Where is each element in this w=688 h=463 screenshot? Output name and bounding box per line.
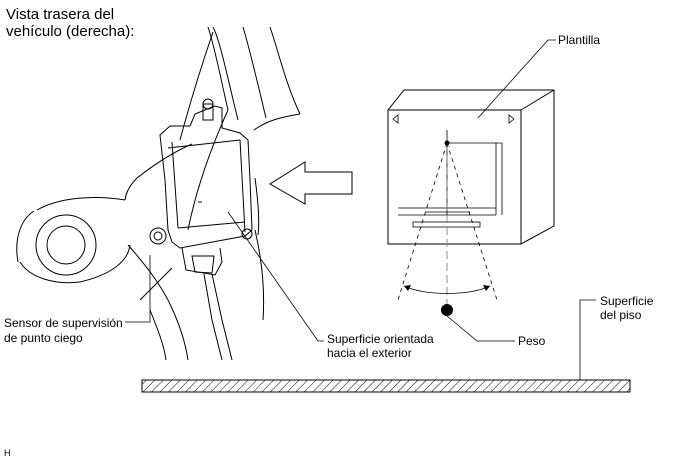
title-line-2: vehículo (derecha):	[6, 23, 135, 40]
leader-lines	[125, 39, 596, 380]
weight-ball	[441, 304, 453, 316]
plumb-line	[397, 142, 498, 316]
label-outward-line-1: Superficie orientada	[327, 332, 434, 346]
blind-spot-sensor	[149, 98, 253, 361]
label-floor-line-2: del piso	[600, 308, 642, 322]
floor-surface	[141, 379, 631, 393]
outward-arrow	[269, 161, 353, 205]
label-sensor-line-1: Sensor de supervisión	[4, 316, 123, 330]
figure-code: H	[4, 448, 11, 458]
label-outward-line-2: hacia el exterior	[327, 346, 412, 360]
label-sensor-line-2: de punto ciego	[4, 331, 83, 345]
title-line-1: Vista trasera del	[6, 6, 115, 23]
vehicle-body-outline	[16, 26, 301, 361]
template-box	[387, 89, 555, 245]
label-weight: Peso	[518, 334, 546, 348]
label-template: Plantilla	[558, 33, 601, 47]
diagram-title: Vista trasera del vehículo (derecha):	[6, 6, 134, 40]
label-floor-line-1: Superficie	[600, 294, 654, 308]
